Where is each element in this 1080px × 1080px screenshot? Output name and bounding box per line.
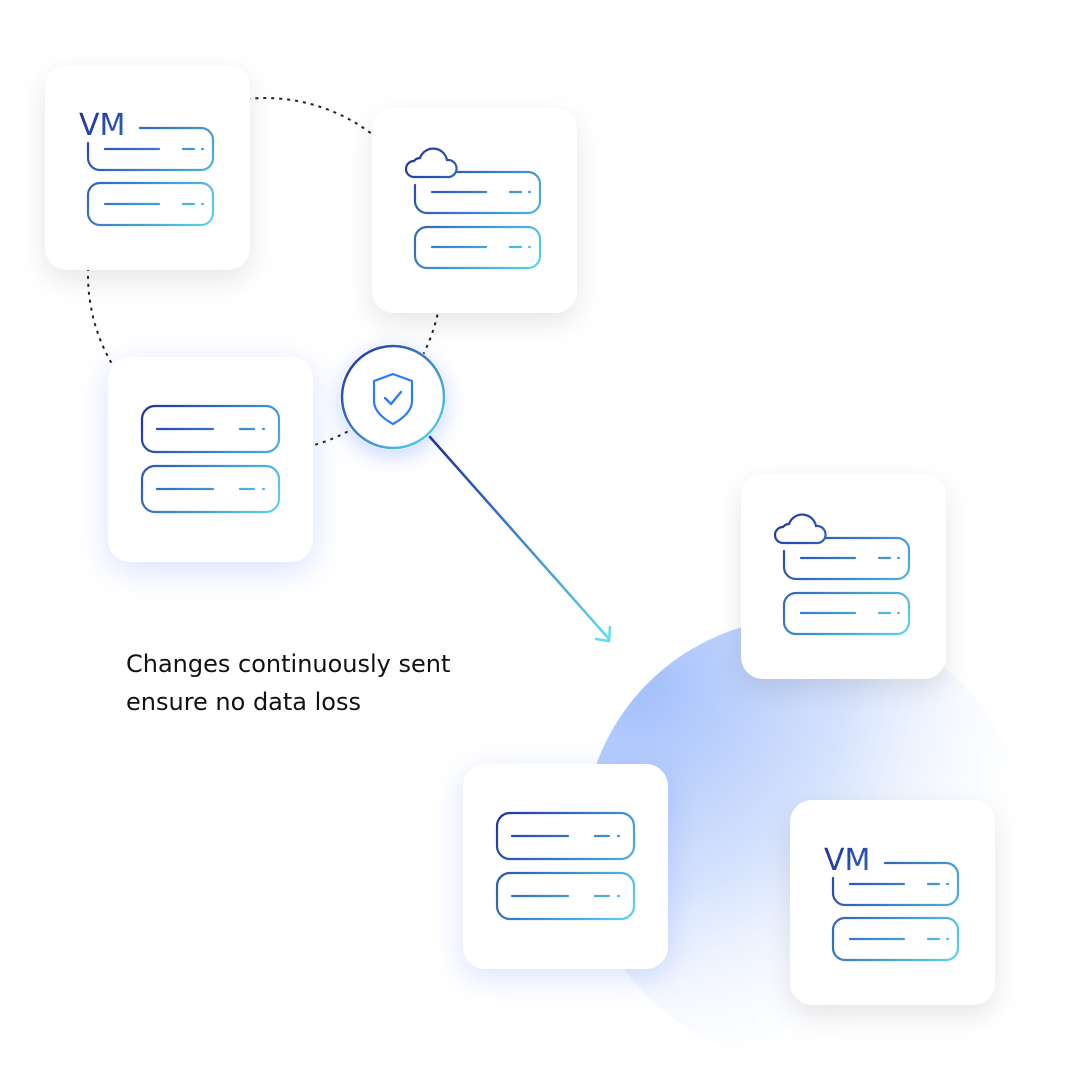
server-card[interactable] <box>108 357 313 562</box>
arrow-icon <box>428 435 612 643</box>
server-icon <box>495 811 636 921</box>
cloud-server-card-target[interactable] <box>741 474 946 679</box>
vm-label: VM <box>79 108 125 143</box>
vm-card[interactable]: VM <box>45 65 250 270</box>
vm-server-icon: VM <box>79 108 215 227</box>
cloud-server-icon <box>404 147 542 270</box>
cloud-server-icon <box>773 513 911 636</box>
caption: Changes continuously sent ensure no data… <box>126 645 450 721</box>
caption-line-1: Changes continuously sent <box>126 650 451 678</box>
vm-label: VM <box>824 843 870 878</box>
server-card-target[interactable] <box>463 764 668 969</box>
shield-check-icon <box>340 344 446 450</box>
cloud-icon <box>404 147 458 179</box>
cloud-server-card[interactable] <box>372 108 577 313</box>
cloud-icon <box>773 513 827 545</box>
shield-check-badge <box>340 344 446 450</box>
server-icon <box>140 404 281 514</box>
vm-server-icon: VM <box>824 843 960 962</box>
vm-card-target[interactable]: VM <box>790 800 995 1005</box>
caption-line-2: ensure no data loss <box>126 688 361 716</box>
